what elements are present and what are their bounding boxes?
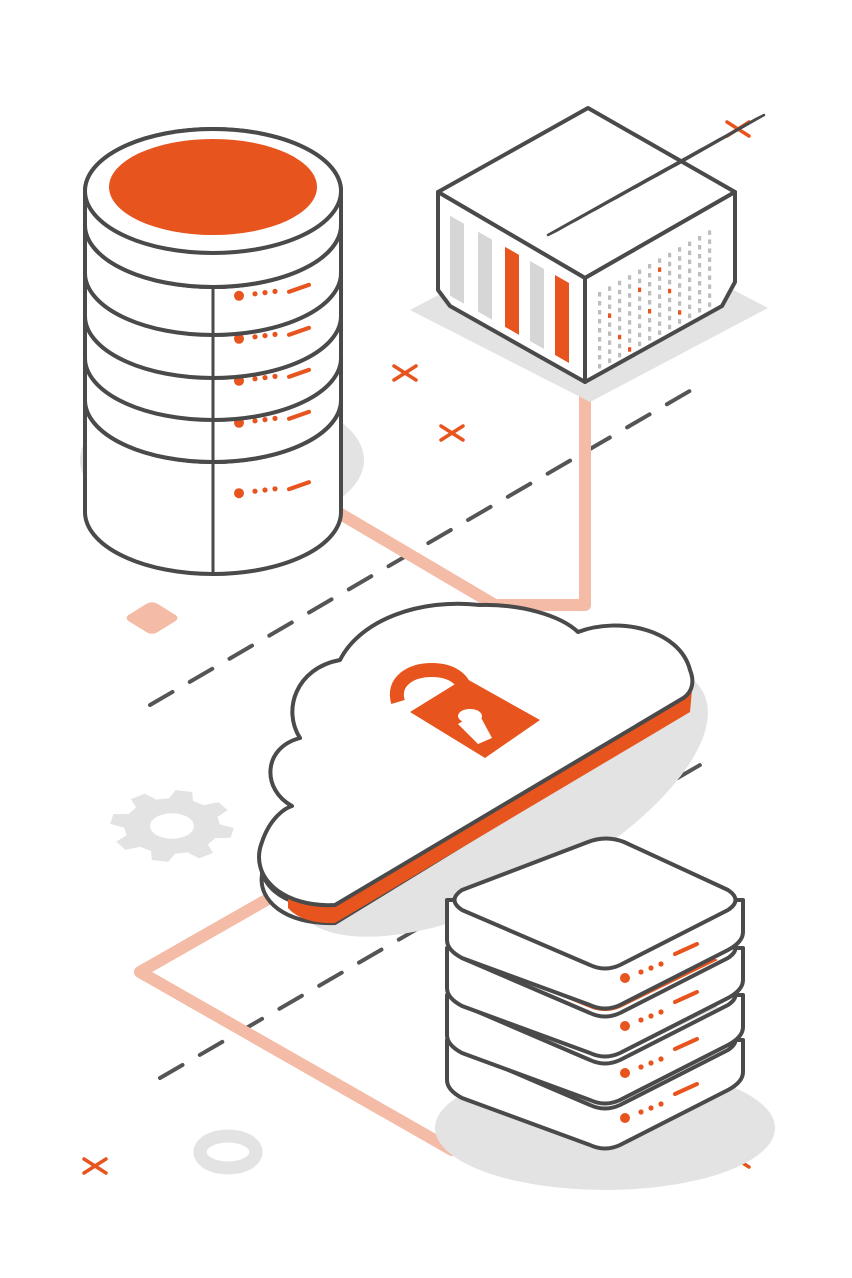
database-layer (83, 127, 343, 337)
gear-icon (110, 790, 234, 862)
database-stack-icon (80, 127, 364, 576)
cross-mark-icon (392, 364, 418, 382)
server-rack-icon (435, 836, 775, 1190)
cloud-icon (257, 601, 708, 937)
diamond-tile-icon (126, 602, 178, 634)
rack-layer (445, 836, 745, 1011)
server-box-icon (410, 106, 768, 402)
padlock-icon (389, 662, 540, 758)
cross-mark-icon (439, 424, 465, 442)
ring-icon (193, 1129, 263, 1175)
cross-mark-icon (82, 1157, 108, 1175)
